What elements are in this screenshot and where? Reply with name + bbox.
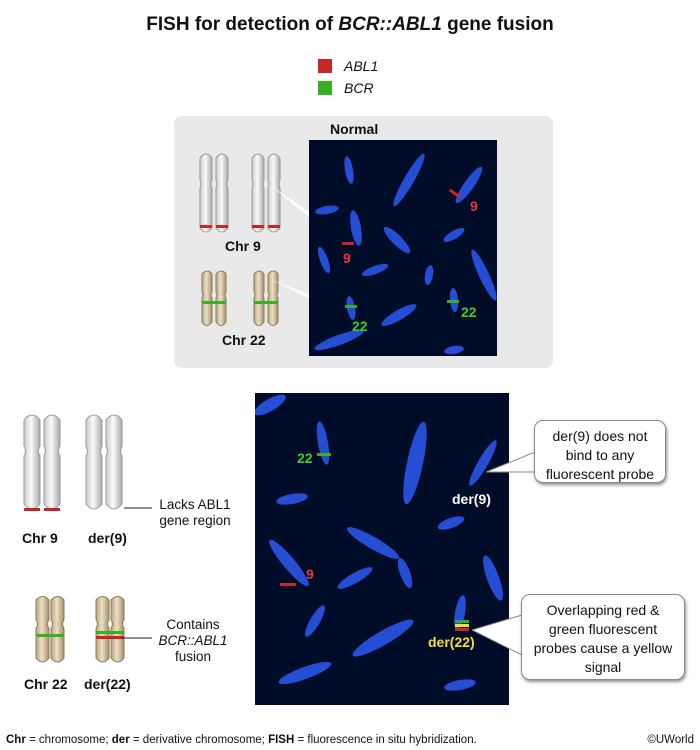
normal-signal-22a: 22 xyxy=(352,318,368,334)
page-title: FISH for detection of BCR::ABL1 gene fus… xyxy=(146,14,554,35)
lacks-pointer-line xyxy=(124,507,152,509)
micro-label-9: 9 xyxy=(306,566,314,582)
legend-bcr: BCR xyxy=(318,80,374,96)
normal-chr22-pair xyxy=(201,270,279,326)
normal-chr22-label: Chr 22 xyxy=(222,332,266,348)
green-swatch-icon xyxy=(318,81,332,95)
normal-signal-9a: 9 xyxy=(343,250,351,266)
normal-signal-9b: 9 xyxy=(470,198,478,214)
micro-label-22: 22 xyxy=(297,450,313,466)
normal-panel-title: Normal xyxy=(330,121,379,137)
abnormal-chr9-der9-pair xyxy=(23,414,123,511)
normal-signal-22b: 22 xyxy=(461,304,477,320)
callout-der9: der(9) does not bind to any fluorescent … xyxy=(534,420,666,483)
abnormal-der22-label: der(22) xyxy=(84,676,131,692)
micro-label-der9: der(9) xyxy=(452,491,491,507)
abnormal-chr22-label: Chr 22 xyxy=(24,676,68,692)
contains-annotation: Contains BCR::ABL1 fusion xyxy=(158,617,228,664)
abnormal-der9-label: der(9) xyxy=(88,530,127,546)
credit: ©UWorld xyxy=(647,734,694,746)
abnormal-chr22-der22-pair xyxy=(35,596,125,663)
normal-chr9-pair xyxy=(199,153,281,233)
normal-micrograph xyxy=(309,140,497,356)
abnormal-chr9-label: Chr 9 xyxy=(22,530,58,546)
micro-label-der22: der(22) xyxy=(428,634,475,650)
red-swatch-icon xyxy=(318,59,332,73)
normal-chr9-label: Chr 9 xyxy=(225,238,261,254)
abnormal-micrograph xyxy=(255,393,509,705)
callout-der22: Overlapping red & green fluorescent prob… xyxy=(521,594,685,680)
contains-pointer-line xyxy=(122,637,152,639)
footer-abbreviations: Chr = chromosome; der = derivative chrom… xyxy=(6,734,477,746)
lacks-annotation: Lacks ABL1 gene region xyxy=(159,497,231,528)
legend-abl1: ABL1 xyxy=(318,58,378,74)
